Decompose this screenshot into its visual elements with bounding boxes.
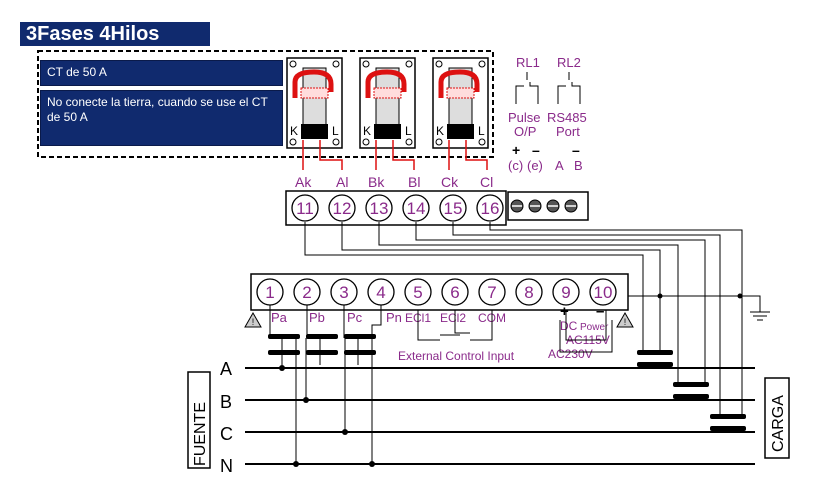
- terminal-8: 8: [524, 283, 533, 302]
- line-n-label: N: [220, 456, 233, 476]
- source-label: FUENTE: [192, 402, 209, 466]
- top-terminal-wires: [304, 222, 770, 415]
- pulse-plus: +: [512, 142, 520, 158]
- terminal-16: 16: [481, 199, 500, 218]
- dc-plus: +: [560, 303, 569, 320]
- ct-block-c: K L: [432, 57, 489, 149]
- dc-minus: –: [596, 303, 604, 320]
- port-label: Port: [556, 124, 580, 139]
- pulse-minus: –: [532, 142, 540, 158]
- power-lines: [245, 367, 755, 465]
- label-pa: Pa: [271, 310, 288, 325]
- ct-c-k-label: K: [436, 124, 444, 138]
- label-pn: Pn: [386, 310, 402, 325]
- terminal-1: 1: [265, 283, 274, 302]
- ct-enclosure: [37, 50, 494, 158]
- ground-warning-note: No conecte la tierra, cuando se use el C…: [40, 90, 283, 146]
- label-ak: Ak: [295, 174, 312, 190]
- ct-wires: [302, 140, 488, 170]
- ct-b-l-label: L: [405, 124, 412, 138]
- warning-icon: !: [244, 311, 262, 328]
- ct-c-l-label: L: [478, 124, 485, 138]
- voltage-taps: [269, 305, 382, 465]
- control-wiring: [417, 310, 613, 353]
- terminal-14: 14: [407, 199, 426, 218]
- ct-block-a: K L: [286, 57, 343, 149]
- ct-block-b: K L: [359, 57, 416, 149]
- load-label: CARGA: [770, 395, 787, 452]
- terminal-3: 3: [339, 283, 348, 302]
- pulse-label: Pulse: [508, 110, 541, 125]
- terminal-4: 4: [376, 283, 385, 302]
- bottom-terminal-labels: Pa Pb Pc Pn ECl1 ECl2 COM + – DC Power A…: [271, 303, 610, 363]
- label-dc: DC: [560, 319, 578, 333]
- label-pb: Pb: [309, 310, 325, 325]
- diagram-title: 3Fases 4Hilos: [20, 22, 210, 46]
- ct-b-k-label: K: [363, 124, 371, 138]
- terminal-7: 7: [487, 283, 496, 302]
- label-power: Power: [580, 322, 609, 333]
- label-bl: Bl: [408, 174, 420, 190]
- fuse-symbols: [268, 334, 376, 355]
- label-ac230: AC230V: [548, 347, 593, 361]
- rs485-label: RS485: [547, 110, 587, 125]
- svg-text:!: !: [624, 317, 627, 327]
- collector-label: (c): [508, 158, 523, 173]
- line-c-label: C: [220, 424, 233, 444]
- terminal-5: 5: [413, 283, 422, 302]
- line-a-label: A: [220, 359, 232, 379]
- label-bk: Bk: [368, 174, 385, 190]
- rl1-label: RL1: [516, 55, 540, 70]
- line-b-label: B: [220, 392, 232, 412]
- emitter-label: (e): [527, 158, 543, 173]
- svg-text:!: !: [252, 317, 255, 327]
- terminal-6: 6: [450, 283, 459, 302]
- terminal-15: 15: [444, 199, 463, 218]
- bottom-terminal-block: 1 2 3 4 5 6 7 8 9 10: [250, 273, 629, 311]
- rs485-b-label: B: [574, 158, 583, 173]
- label-ck: Ck: [441, 174, 459, 190]
- rs485-minus: –: [572, 142, 580, 158]
- terminal-2: 2: [302, 283, 311, 302]
- terminal-13: 13: [370, 199, 389, 218]
- relay-area: RL1 RL2 Pulse O/P RS485 Port + – – (c) (…: [507, 55, 589, 221]
- terminal-11: 11: [296, 199, 314, 218]
- op-label: O/P: [514, 124, 536, 139]
- label-cl: Cl: [480, 174, 493, 190]
- load-box: [764, 377, 790, 459]
- terminal-12: 12: [333, 199, 352, 218]
- source-box: [187, 371, 211, 469]
- warning-icon: !: [616, 311, 634, 328]
- ct-current-labels: Ak Al Bk Bl Ck Cl: [295, 174, 493, 190]
- load-ct-symbols: [637, 350, 746, 431]
- rl2-label: RL2: [557, 55, 581, 70]
- ct-a-l-label: L: [332, 124, 339, 138]
- label-pc: Pc: [347, 310, 363, 325]
- label-ecl2: ECl2: [440, 311, 466, 325]
- label-al: Al: [336, 174, 348, 190]
- rs485-a-label: A: [555, 158, 564, 173]
- terminal-10: 10: [594, 283, 613, 302]
- terminal-9: 9: [561, 283, 570, 302]
- junction-dots: [279, 365, 375, 467]
- ct-a-k-label: K: [290, 124, 298, 138]
- top-terminal-block: 11 12 13 14 15 16: [285, 190, 507, 226]
- label-external-control: External Control Input: [398, 349, 515, 363]
- ct-note: CT de 50 A: [40, 60, 283, 86]
